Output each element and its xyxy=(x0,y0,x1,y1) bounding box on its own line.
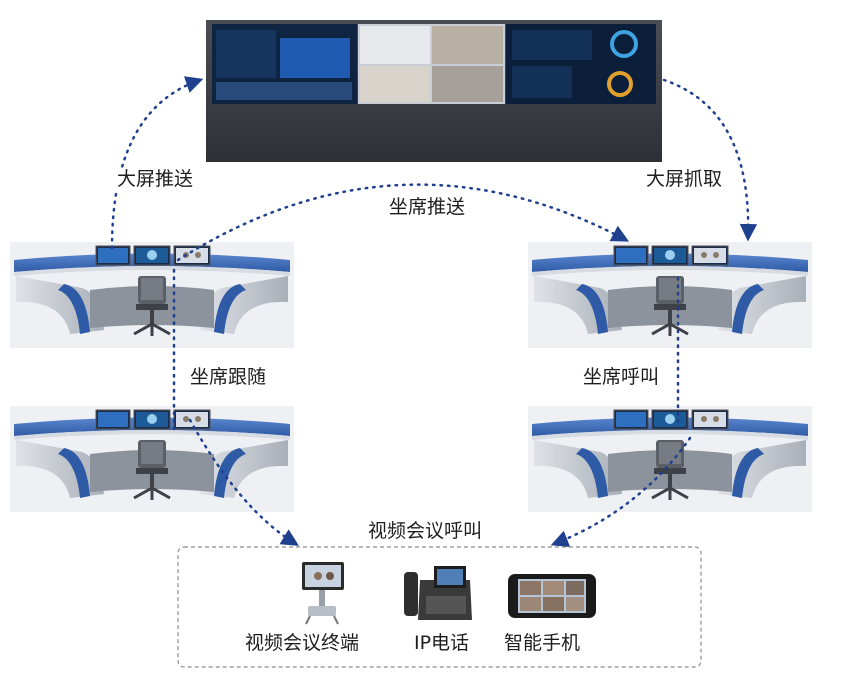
device-label-ip-phone: IP电话 xyxy=(414,632,470,654)
video-wall-panel-right xyxy=(506,24,656,104)
label-seat-follow: 坐席跟随 xyxy=(187,366,270,388)
desk-top-right xyxy=(526,240,814,350)
arrow-seat-push xyxy=(176,183,630,262)
label-seat-push: 坐席推送 xyxy=(386,196,469,218)
arrow-big-screen-grab xyxy=(662,78,758,242)
desk-top-left xyxy=(8,240,296,350)
arrow-video-conf-left xyxy=(188,418,299,546)
video-wall xyxy=(206,20,662,162)
smartphone-icon xyxy=(508,574,596,618)
arrow-big-screen-push xyxy=(110,76,204,250)
video-wall-panel-middle xyxy=(358,24,505,104)
video-wall-panel-left xyxy=(212,24,357,104)
desk-bottom-left xyxy=(8,404,296,514)
label-big-screen-push: 大屏推送 xyxy=(114,168,197,190)
video-conference-terminal-icon xyxy=(302,562,344,625)
ip-phone-icon xyxy=(404,566,472,620)
desk-bottom-right xyxy=(526,404,814,514)
device-group-box xyxy=(177,546,702,668)
label-big-screen-grab: 大屏抓取 xyxy=(643,168,726,190)
label-video-conf-call: 视频会议呼叫 xyxy=(365,520,486,542)
label-seat-call: 坐席呼叫 xyxy=(580,366,663,388)
device-label-smartphone: 智能手机 xyxy=(504,632,581,654)
device-label-video-conference-terminal: 视频会议终端 xyxy=(245,632,360,654)
